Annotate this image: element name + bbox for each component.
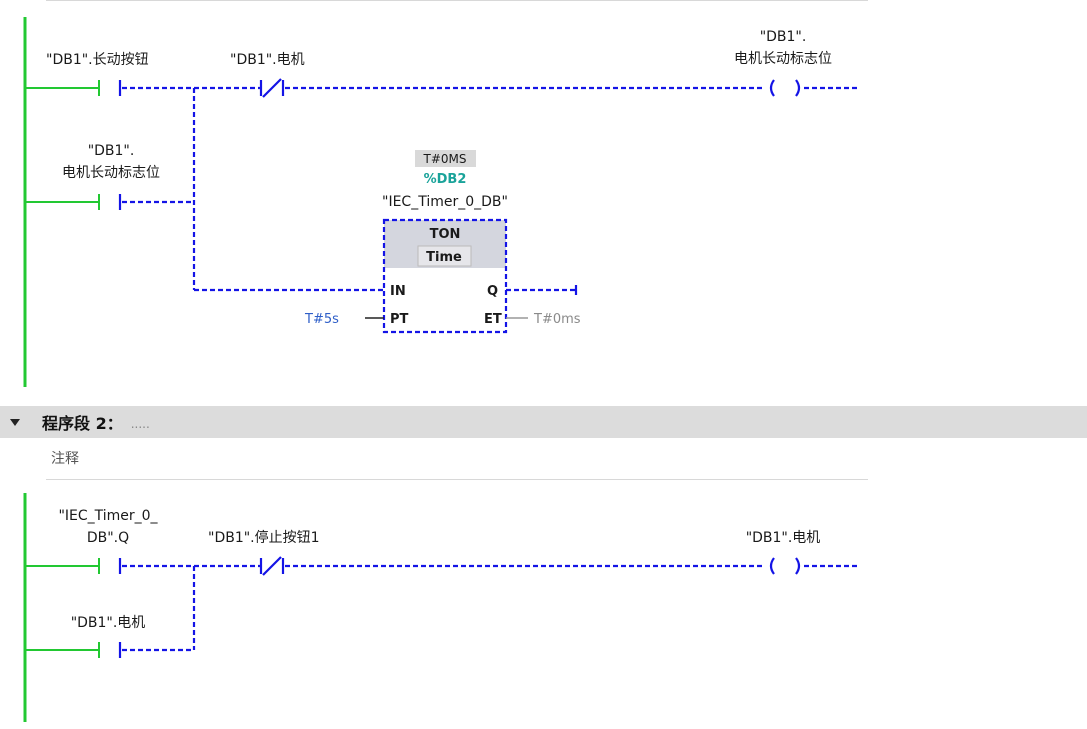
coil-motor[interactable] bbox=[769, 557, 801, 575]
timer-pin-in: IN bbox=[390, 284, 406, 299]
contact-timer-q-label-line2: DB".Q bbox=[87, 530, 129, 546]
contact-latch-flag[interactable] bbox=[98, 194, 122, 210]
contact-motor-hold-label: "DB1".电机 bbox=[71, 615, 146, 631]
network2-header[interactable]: 程序段 2： ..... bbox=[0, 406, 1087, 438]
contact-timer-q[interactable] bbox=[98, 558, 122, 574]
timer-pin-pt: PT bbox=[390, 312, 409, 327]
network2-title: 程序段 2： bbox=[42, 414, 123, 433]
timer-pt-value[interactable]: T#5s bbox=[304, 312, 339, 327]
timer-et-value: T#0ms bbox=[533, 312, 581, 327]
coil-latch-flag-label-line2: 电机长动标志位 bbox=[734, 51, 832, 67]
contact-stop-button-nc[interactable] bbox=[259, 556, 285, 576]
timer-pin-q: Q bbox=[487, 284, 498, 299]
contact-latch-flag-label-line2: 电机长动标志位 bbox=[62, 165, 160, 181]
network2-comment[interactable]: 注释 bbox=[51, 451, 79, 467]
timer-type: TON bbox=[430, 227, 461, 242]
contact-motor-nc[interactable] bbox=[259, 78, 285, 98]
ton-timer-block[interactable]: T#0MS %DB2 "IEC_Timer_0_DB" TON Time IN … bbox=[382, 150, 508, 334]
timer-instance-db: %DB2 bbox=[424, 172, 467, 187]
contact-stop-button-label: "DB1".停止按钮1 bbox=[208, 529, 320, 546]
coil-motor-label: "DB1".电机 bbox=[746, 530, 821, 546]
contact-start-button-label: "DB1".长动按钮 bbox=[46, 52, 149, 68]
network2-comment-divider bbox=[46, 479, 868, 480]
coil-latch-flag[interactable] bbox=[769, 79, 801, 97]
timer-preset-display: T#0MS bbox=[423, 152, 467, 166]
timer-data-type: Time bbox=[426, 250, 462, 265]
contact-motor-label: "DB1".电机 bbox=[230, 52, 305, 68]
timer-pin-et: ET bbox=[484, 312, 502, 327]
contact-motor-hold[interactable] bbox=[98, 642, 122, 658]
contact-start-button[interactable] bbox=[98, 80, 122, 96]
network2-title-placeholder[interactable]: ..... bbox=[130, 417, 150, 431]
timer-instance-name: "IEC_Timer_0_DB" bbox=[382, 194, 508, 210]
coil-latch-flag-label-line1: "DB1". bbox=[760, 29, 807, 45]
contact-latch-flag-label-line1: "DB1". bbox=[88, 143, 135, 159]
contact-timer-q-label-line1: "IEC_Timer_0_ bbox=[58, 508, 158, 524]
collapse-arrow-icon[interactable] bbox=[10, 418, 20, 426]
network1-top-divider bbox=[46, 0, 868, 1]
